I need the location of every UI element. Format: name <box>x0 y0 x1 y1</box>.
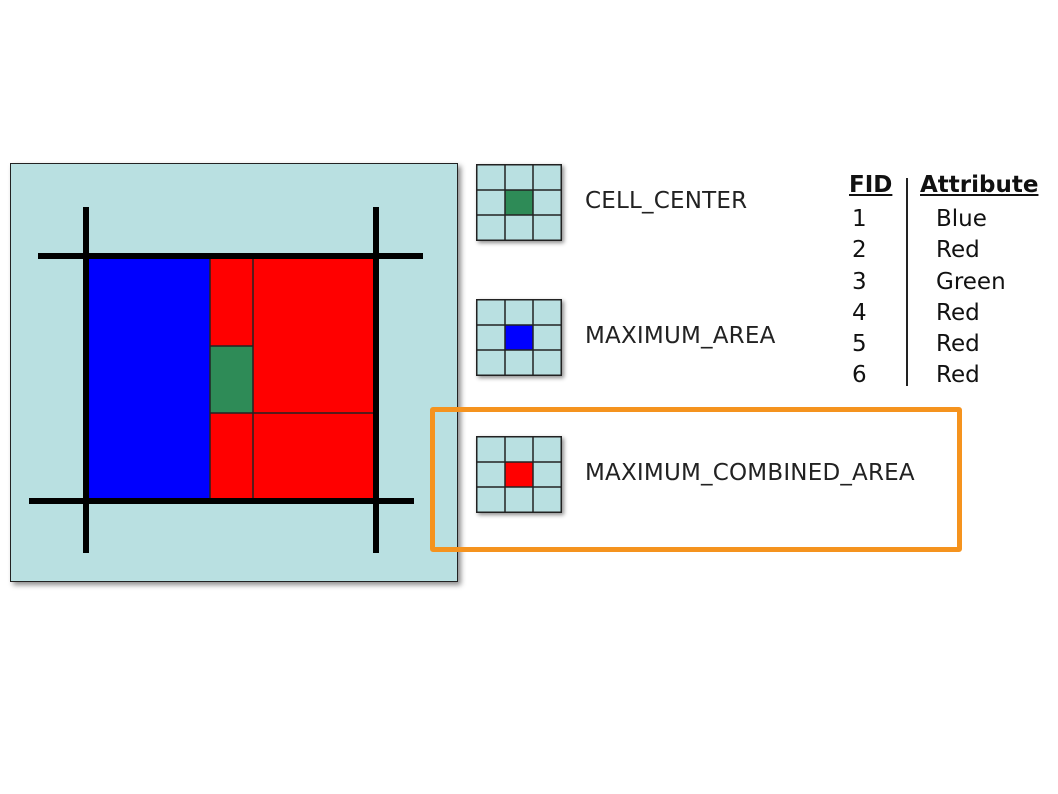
method-label-maximum-area: MAXIMUM_AREA <box>585 323 776 349</box>
method-label-cell-center: CELL_CENTER <box>585 188 748 214</box>
fid-column: 1 2 3 4 5 6 <box>852 204 867 392</box>
table-header-attribute: Attribute <box>920 172 1039 198</box>
polygon-boundaries <box>209 256 376 501</box>
maximum-area-grid-icon <box>476 299 562 376</box>
polygon-raster-diagram <box>29 207 423 553</box>
attribute-cell: Blue <box>936 206 987 232</box>
fid-cell: 2 <box>852 237 867 264</box>
polygon-fid-2-red <box>210 256 253 346</box>
fid-cell: 5 <box>852 331 867 358</box>
polygon-fid-5-red <box>210 413 253 501</box>
attribute-cell: Green <box>936 268 1006 295</box>
polygon-fid-6-red <box>253 413 376 501</box>
fid-cell: 3 <box>852 268 867 295</box>
polygon-fid-3-green <box>210 346 253 413</box>
table-column-divider <box>906 178 908 386</box>
polygon-fid-1-blue <box>86 256 210 501</box>
fid-cell: 6 <box>852 362 867 389</box>
attribute-column: Blue Red Green Red Red Red <box>936 204 1006 392</box>
cell-center-grid-icon <box>476 164 562 241</box>
attribute-cell: Red <box>936 299 980 326</box>
raster-cell-lines <box>29 207 423 553</box>
method-label-maximum-combined-area: MAXIMUM_COMBINED_AREA <box>585 460 915 486</box>
table-header-fid: FID <box>849 172 893 198</box>
selected-method-highlight <box>430 407 962 552</box>
maximum-combined-area-grid-icon <box>476 436 562 513</box>
attribute-cell: Red <box>936 362 980 389</box>
attribute-table: FID Attribute 1 2 3 4 5 6 Blue Red Green… <box>846 172 1058 390</box>
polygon-fid-4-red <box>253 256 376 413</box>
attribute-cell: Red <box>936 237 980 264</box>
attribute-cell: Red <box>936 331 980 358</box>
fid-cell: 1 <box>852 206 867 232</box>
fid-cell: 4 <box>852 299 867 326</box>
polygon-raster-panel <box>10 163 458 582</box>
